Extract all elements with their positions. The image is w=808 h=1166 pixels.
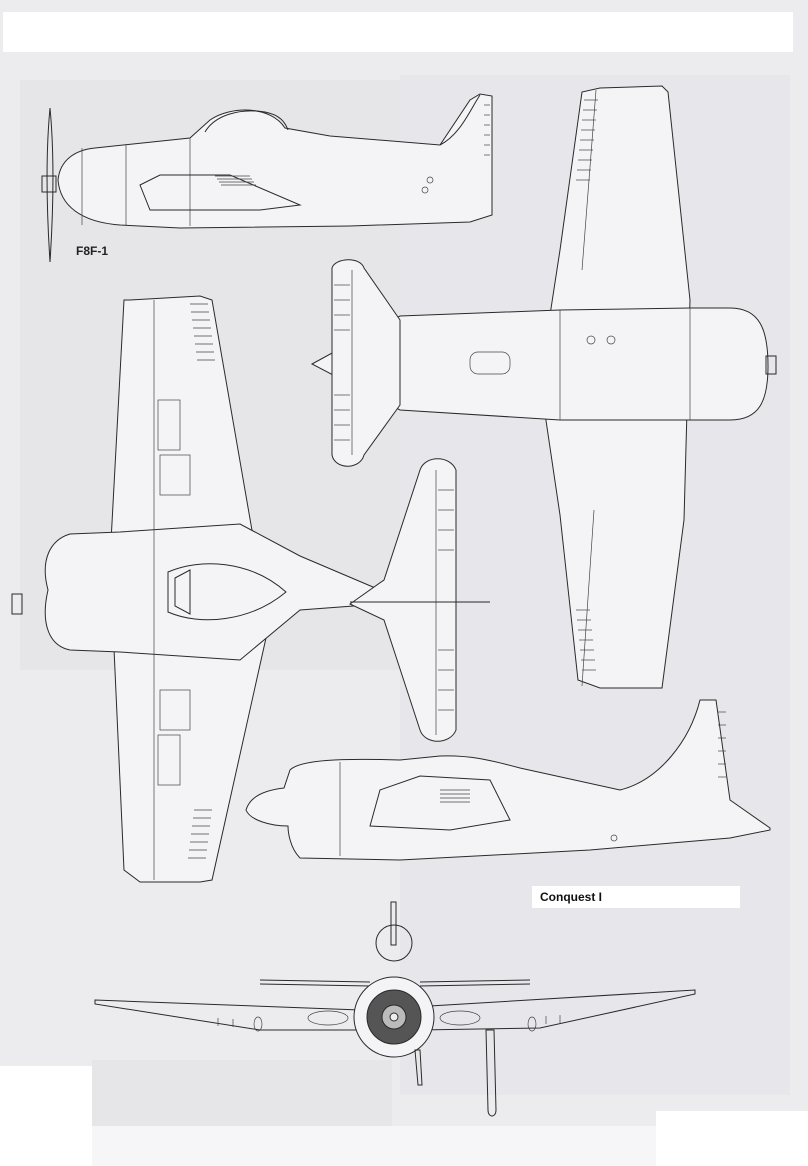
bottom-strip — [92, 1126, 656, 1166]
side-view-left — [41, 93, 493, 263]
bottom-view — [310, 85, 777, 689]
bottom-left-redaction-box — [0, 1066, 92, 1166]
side-view-right — [245, 699, 771, 861]
caption-label: Conquest I — [540, 890, 602, 904]
top-view — [11, 295, 490, 883]
bottom-right-redaction-box — [656, 1111, 808, 1166]
bleed-text-panel-bottom — [92, 1060, 392, 1126]
top-redaction-box — [3, 12, 793, 52]
aircraft-model-label: F8F-1 — [76, 244, 109, 258]
caption-box — [532, 886, 740, 908]
front-view — [94, 901, 696, 1117]
